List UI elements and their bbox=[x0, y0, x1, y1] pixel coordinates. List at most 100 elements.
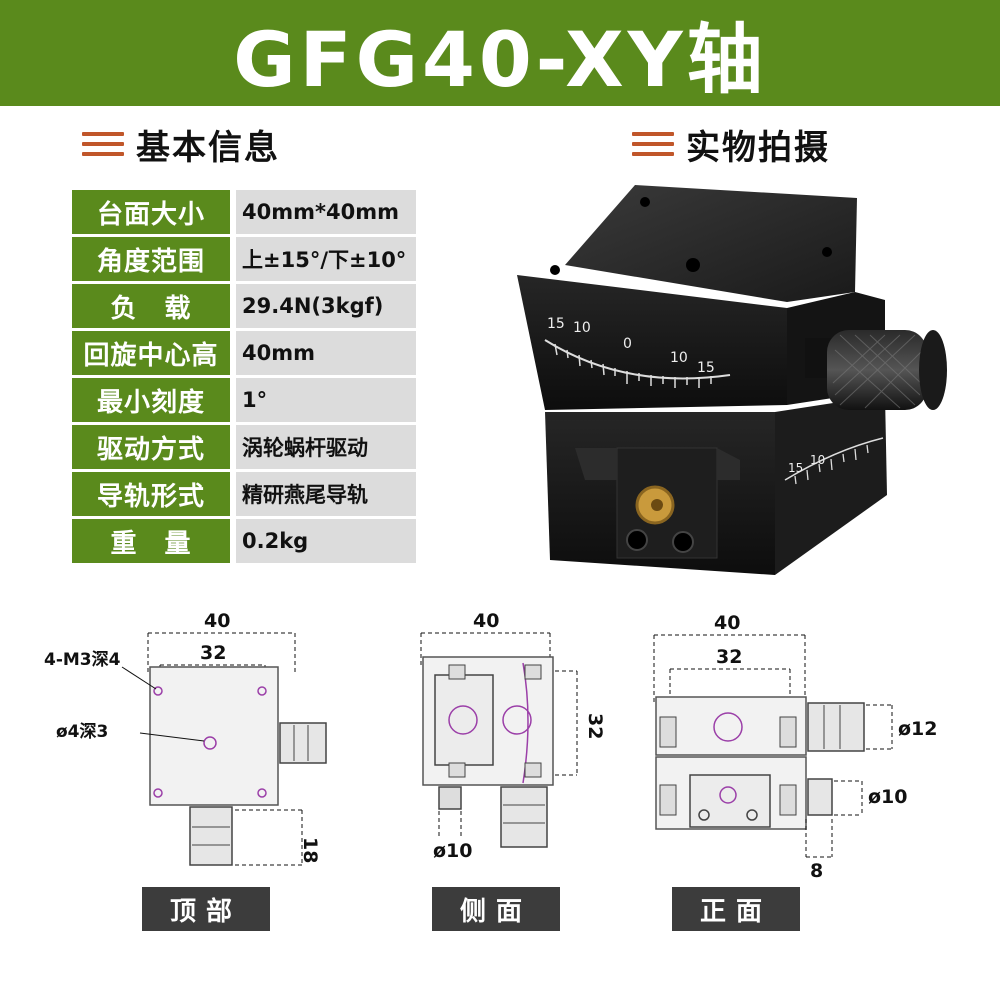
dim-label: 18 bbox=[299, 837, 321, 863]
title-banner: GFG40-XY轴 bbox=[0, 0, 1000, 106]
spec-key: 最小刻度 bbox=[72, 378, 230, 422]
spec-key: 导轨形式 bbox=[72, 472, 230, 516]
spec-row: 驱动方式 涡轮蜗杆驱动 bbox=[72, 425, 416, 469]
triple-line-icon bbox=[632, 132, 674, 156]
hole-mark bbox=[153, 686, 163, 696]
dovetail-left bbox=[575, 448, 617, 480]
lower-scale-ticks bbox=[794, 444, 869, 485]
spec-value: 涡轮蜗杆驱动 bbox=[236, 425, 416, 469]
front-screw bbox=[659, 784, 677, 816]
knob-right bbox=[279, 722, 327, 764]
spec-key: 角度范围 bbox=[72, 237, 230, 281]
spec-value: 0.2kg bbox=[236, 519, 416, 563]
mount-hole bbox=[822, 247, 832, 257]
upper-scale-label: 15 bbox=[697, 360, 715, 376]
set-screw bbox=[672, 531, 694, 553]
spec-value: 40mm bbox=[236, 331, 416, 375]
view-label-top: 顶部 bbox=[142, 887, 270, 931]
note-hole: ø4深3 bbox=[56, 721, 108, 742]
dim-label: 32 bbox=[716, 646, 742, 668]
side-knob-small bbox=[438, 786, 462, 810]
brass-screw-center bbox=[651, 499, 663, 511]
lower-stage-side bbox=[775, 395, 887, 575]
side-screw bbox=[448, 664, 466, 680]
spec-row: 重 量 0.2kg bbox=[72, 519, 416, 563]
triple-line-icon bbox=[82, 132, 124, 156]
dim-label: ø12 bbox=[898, 718, 938, 740]
lower-scale-label: 10 bbox=[810, 453, 825, 467]
section-title-basic-info: 基本信息 bbox=[136, 127, 280, 168]
dovetail-right bbox=[717, 448, 740, 480]
spec-row: 最小刻度 1° bbox=[72, 378, 416, 422]
lower-scale-arc bbox=[784, 437, 884, 481]
view-label-front: 正面 bbox=[672, 887, 800, 931]
knob-end bbox=[919, 330, 947, 410]
front-screw bbox=[659, 716, 677, 748]
stage-top-surface bbox=[565, 185, 857, 302]
upper-scale-label: 10 bbox=[573, 320, 591, 336]
dim-label: 40 bbox=[204, 610, 230, 632]
dim-label: 40 bbox=[714, 612, 740, 634]
set-screw bbox=[626, 529, 648, 551]
spec-value: 40mm*40mm bbox=[236, 190, 416, 234]
side-screw bbox=[524, 664, 542, 680]
front-screw bbox=[779, 716, 797, 748]
spec-value: 1° bbox=[236, 378, 416, 422]
view-label-side: 侧面 bbox=[432, 887, 560, 931]
side-hole bbox=[448, 705, 478, 735]
spec-table: 台面大小 40mm*40mm 角度范围 上±15°/下±10° 负 载 29.4… bbox=[72, 190, 416, 566]
spec-key: 重 量 bbox=[72, 519, 230, 563]
drawing-front-view: 40 32 ø12 ø10 8 bbox=[653, 612, 938, 880]
product-photo: 15 10 0 10 15 15 10 bbox=[517, 185, 947, 575]
section-title-photo: 实物拍摄 bbox=[686, 127, 830, 168]
upper-scale-ticks bbox=[554, 343, 712, 388]
spec-key: 驱动方式 bbox=[72, 425, 230, 469]
hole-mark bbox=[153, 788, 163, 798]
dim-label: 32 bbox=[584, 713, 605, 739]
hole-mark bbox=[257, 686, 267, 696]
spec-value: 上±15°/下±10° bbox=[236, 237, 416, 281]
spec-key: 回旋中心高 bbox=[72, 331, 230, 375]
dim-label: 40 bbox=[473, 610, 499, 632]
leader-line bbox=[139, 732, 205, 742]
section-heading-basic-info: 基本信息 bbox=[82, 122, 280, 168]
page-title: GFG40-XY轴 bbox=[233, 15, 767, 104]
front-knob-large bbox=[807, 702, 865, 752]
mount-hole bbox=[640, 197, 650, 207]
upper-scale-arc bbox=[544, 339, 731, 380]
knurl-pattern bbox=[832, 334, 924, 409]
side-screw bbox=[448, 762, 466, 778]
upper-scale-label: 15 bbox=[547, 316, 565, 332]
dim-label: 8 bbox=[810, 860, 823, 880]
spec-row: 角度范围 上±15°/下±10° bbox=[72, 237, 416, 281]
side-hole bbox=[502, 705, 532, 735]
dim-label: ø10 bbox=[868, 786, 908, 808]
dim-label: ø10 bbox=[433, 840, 473, 862]
spec-row: 导轨形式 精研燕尾导轨 bbox=[72, 472, 416, 516]
front-screw bbox=[779, 784, 797, 816]
spec-key: 台面大小 bbox=[72, 190, 230, 234]
front-screw-hole bbox=[746, 809, 758, 821]
spec-row: 台面大小 40mm*40mm bbox=[72, 190, 416, 234]
front-hole bbox=[719, 786, 737, 804]
center-hole-mark bbox=[203, 736, 217, 750]
body-outline bbox=[149, 666, 279, 806]
spec-value: 精研燕尾导轨 bbox=[236, 472, 416, 516]
knob-bottom bbox=[189, 806, 233, 866]
front-knob-small bbox=[807, 778, 833, 816]
leader-line bbox=[121, 666, 157, 690]
spec-row: 负 载 29.4N(3kgf) bbox=[72, 284, 416, 328]
side-knob-large bbox=[500, 786, 548, 848]
lower-scale-label: 15 bbox=[788, 461, 803, 475]
mount-hole bbox=[550, 265, 560, 275]
hole-mark bbox=[257, 788, 267, 798]
side-screw bbox=[524, 762, 542, 778]
spec-row: 回旋中心高 40mm bbox=[72, 331, 416, 375]
center-hole bbox=[686, 258, 700, 272]
drawing-top-view: 40 32 4-M3深4 ø4深3 18 bbox=[44, 610, 327, 866]
side-block bbox=[434, 674, 494, 766]
dim-label: 32 bbox=[200, 642, 226, 664]
upper-scale-label: 10 bbox=[670, 350, 688, 366]
front-screw-hole bbox=[698, 809, 710, 821]
front-hole bbox=[713, 712, 743, 742]
